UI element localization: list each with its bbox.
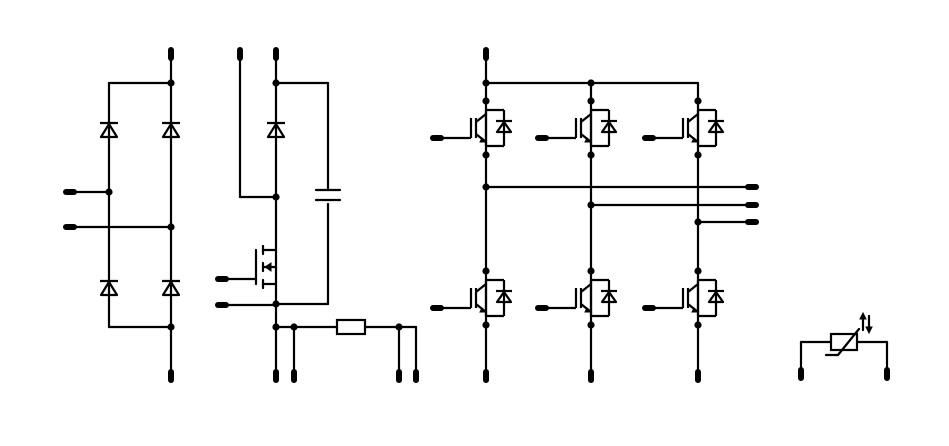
mosfet-icon xyxy=(220,244,278,290)
igbt-icon xyxy=(656,108,726,148)
ntc-thermistor xyxy=(798,311,890,381)
capacitor-icon xyxy=(314,188,342,202)
igbt-icon xyxy=(549,108,619,148)
thermistor-icon xyxy=(824,311,873,357)
igbt-icon xyxy=(444,278,514,318)
igbt-icon xyxy=(656,278,726,318)
inverter-bridge xyxy=(430,47,759,383)
rectifier-bridge xyxy=(63,47,182,383)
resistor-icon xyxy=(335,318,367,336)
brake-chopper xyxy=(215,47,419,383)
igbt-icon xyxy=(444,108,514,148)
igbt-icon xyxy=(549,278,619,318)
